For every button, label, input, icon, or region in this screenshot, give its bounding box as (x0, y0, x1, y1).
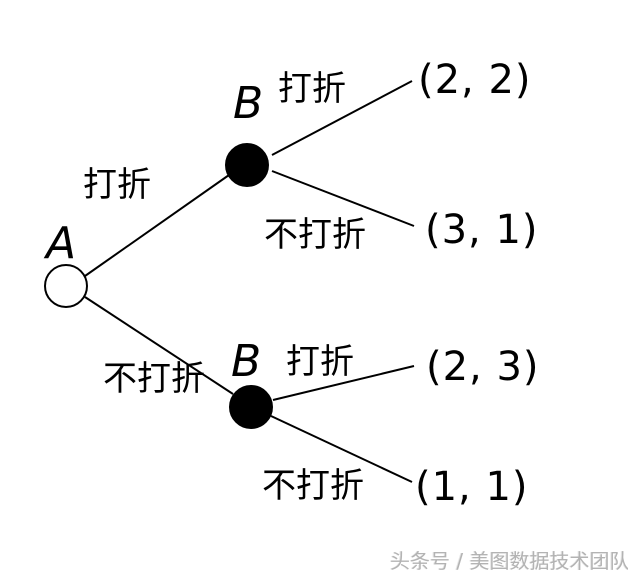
edge-label-b2-no-discount: 不打折 (262, 466, 364, 506)
node-b1 (225, 143, 269, 187)
node-label-a: A (46, 218, 77, 269)
payoff-discount-discount: (2, 2) (418, 57, 532, 103)
edge-line-3 (271, 170, 415, 227)
edge-label-a-no-discount: 不打折 (103, 359, 205, 399)
payoff-discount-no-discount: (3, 1) (425, 207, 539, 253)
edge-line-0 (84, 174, 230, 277)
node-label-b-upper: B (233, 78, 264, 129)
payoff-no-discount-discount: (2, 3) (426, 344, 540, 390)
node-label-b-lower: B (231, 336, 262, 387)
edge-label-b2-discount: 打折 (286, 342, 354, 382)
edges-group (84, 80, 415, 483)
edge-line-2 (271, 80, 413, 156)
node-b2 (229, 385, 273, 429)
edge-label-a-discount: 打折 (83, 165, 151, 205)
nodes-group (44, 143, 273, 429)
watermark: 头条号 / 美图数据技术团队 (390, 549, 628, 573)
edge-line-5 (270, 415, 413, 483)
edge-line-1 (84, 296, 234, 395)
node-a (44, 264, 88, 308)
payoff-no-discount-no-discount: (1, 1) (415, 464, 529, 510)
edge-label-b1-no-discount: 不打折 (264, 215, 366, 255)
edge-line-4 (272, 365, 415, 401)
edge-label-b1-discount: 打折 (278, 69, 346, 109)
